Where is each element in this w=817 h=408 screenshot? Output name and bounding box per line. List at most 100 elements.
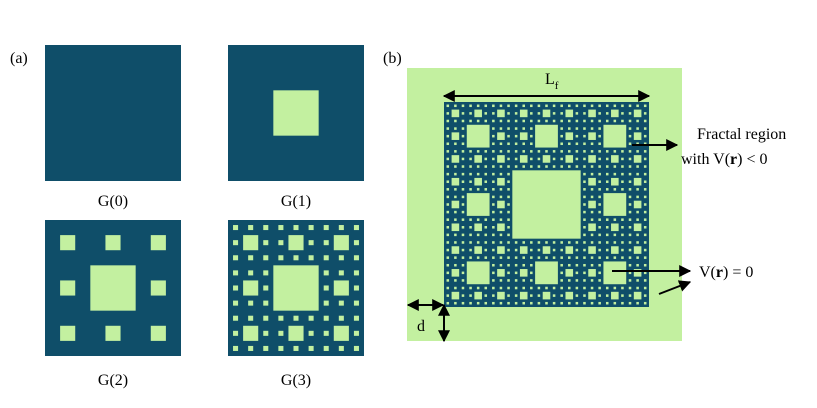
carpet-hole xyxy=(323,225,329,231)
carpet-hole xyxy=(643,256,647,259)
carpet-hole xyxy=(588,269,596,277)
carpet-hole xyxy=(636,279,639,282)
carpet-hole xyxy=(492,119,495,123)
carpet-hole xyxy=(469,233,472,237)
carpet-hole xyxy=(514,112,518,115)
carpet-hole xyxy=(323,315,329,321)
carpet-hole xyxy=(499,172,503,176)
carpet-hole xyxy=(499,218,503,221)
carpet-hole xyxy=(446,180,450,183)
carpet-hole xyxy=(603,261,627,285)
carpet-hole xyxy=(583,263,586,267)
carpet-hole xyxy=(643,134,647,138)
carpet-hole xyxy=(628,241,632,244)
carpet-hole xyxy=(293,255,299,261)
carpet-hole xyxy=(273,90,319,136)
carpet-hole xyxy=(590,241,594,244)
carpet-hole xyxy=(598,142,601,146)
carpet-hole xyxy=(263,270,269,276)
carpet-hole xyxy=(537,301,541,305)
carpet-hole xyxy=(353,255,359,261)
carpet-hole xyxy=(560,112,563,115)
carpet-hole xyxy=(454,301,457,305)
carpet-hole xyxy=(530,271,533,275)
carpet-hole xyxy=(446,165,450,168)
carpet-hole xyxy=(476,301,480,305)
carpet-hole xyxy=(323,270,329,276)
carpet-hole xyxy=(454,165,457,168)
carpet-hole xyxy=(605,248,609,252)
carpet-hole xyxy=(514,104,518,108)
carpet-g2 xyxy=(45,220,181,356)
carpet-hole xyxy=(636,165,639,168)
carpet-hole xyxy=(248,270,254,276)
carpet-hole xyxy=(611,246,619,254)
carpet-hole xyxy=(588,177,596,186)
carpet-hole xyxy=(461,203,465,206)
carpet-hole xyxy=(568,150,571,153)
carpet-hole xyxy=(476,150,480,153)
carpet-hole xyxy=(565,269,574,277)
carpet-hole xyxy=(552,112,556,115)
carpet-hole xyxy=(476,218,480,221)
carpet-hole xyxy=(476,165,480,168)
carpet-hole xyxy=(560,248,563,252)
carpet-hole xyxy=(643,172,647,176)
carpet-hole xyxy=(613,172,617,176)
carpet-hole xyxy=(560,134,563,138)
carpet-hole xyxy=(474,109,482,118)
carpet-hole xyxy=(446,301,450,305)
carpet-hole xyxy=(575,301,579,305)
carpet-hole xyxy=(605,218,609,221)
carpet-hole xyxy=(248,345,254,351)
carpet-hole xyxy=(628,218,632,221)
carpet-hole xyxy=(643,119,647,123)
carpet-hole xyxy=(507,256,510,259)
carpet-hole xyxy=(542,109,551,118)
carpet-hole xyxy=(492,263,495,267)
carpet-hole xyxy=(469,188,472,191)
carpet-hole xyxy=(636,104,639,108)
carpet-hole xyxy=(492,218,495,221)
carpet-hole xyxy=(628,134,632,138)
carpet-hole xyxy=(451,269,460,277)
carpet-hole xyxy=(497,200,505,209)
carpet-hole xyxy=(514,150,518,153)
fractal-region xyxy=(444,102,649,307)
carpet-hole xyxy=(537,150,541,153)
carpet-hole xyxy=(643,188,647,191)
carpet-hole xyxy=(643,294,647,297)
carpet-hole xyxy=(497,246,505,254)
carpet-hole xyxy=(530,150,533,153)
carpet-hole xyxy=(454,142,457,146)
carpet-hole xyxy=(507,203,510,206)
carpet-hole xyxy=(628,203,632,206)
carpet-hole xyxy=(499,279,503,282)
carpet-hole xyxy=(353,240,359,246)
carpet-hole xyxy=(611,177,619,186)
carpet-hole xyxy=(507,157,510,161)
carpet-hole xyxy=(476,286,480,290)
carpet-hole xyxy=(628,142,632,146)
carpet-hole xyxy=(293,225,299,231)
carpet-hole xyxy=(568,165,571,168)
carpet-hole xyxy=(621,180,624,183)
carpet-hole xyxy=(507,195,510,199)
zero-potential-arrow-lower xyxy=(658,280,692,295)
carpet-hole xyxy=(499,210,503,214)
carpet-hole xyxy=(552,241,556,244)
carpet-hole xyxy=(621,233,624,237)
carpet-hole xyxy=(643,271,647,275)
carpet-hole xyxy=(575,256,579,259)
carpet-hole xyxy=(636,256,639,259)
carpet-hole xyxy=(603,193,627,216)
carpet-hole xyxy=(621,112,624,115)
carpet-hole xyxy=(636,142,639,146)
carpet-hole xyxy=(451,223,460,232)
carpet-hole xyxy=(484,233,488,237)
carpet-hole xyxy=(590,210,594,214)
carpet-hole xyxy=(497,155,505,163)
carpet-hole xyxy=(323,240,329,246)
carpet-hole xyxy=(568,286,571,290)
carpet-hole xyxy=(519,246,528,254)
